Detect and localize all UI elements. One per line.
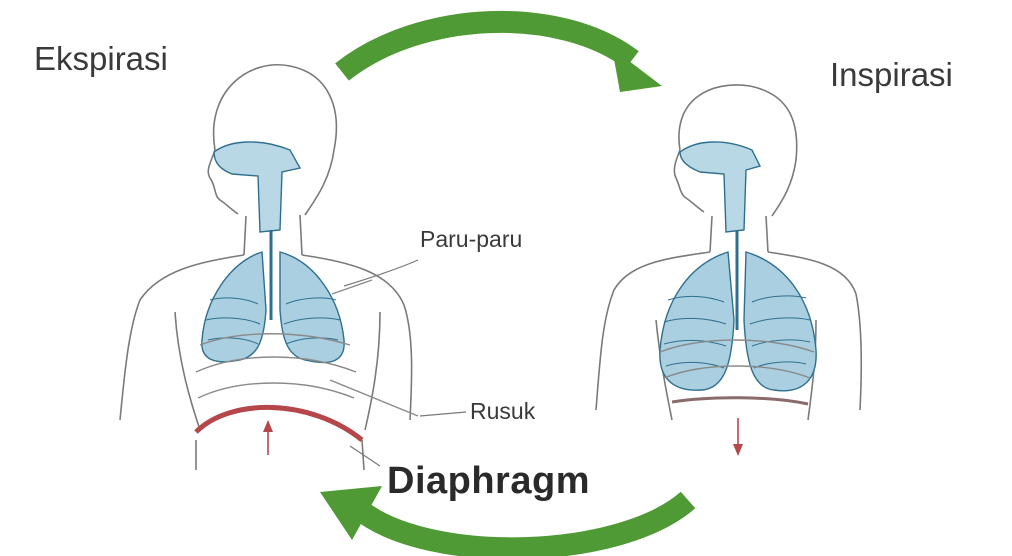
lungs-expiration <box>202 230 344 363</box>
leader-lines <box>344 260 466 466</box>
diaphragm-down-arrow-icon <box>733 418 743 456</box>
label-diaphragm: Diaphragm <box>387 460 590 503</box>
airway-expiration <box>214 142 300 232</box>
label-paru-paru: Paru-paru <box>420 226 522 253</box>
airway-inspiration <box>680 142 760 232</box>
cycle-arrow-top-icon <box>342 22 662 92</box>
label-ekspirasi: Ekspirasi <box>34 40 168 78</box>
label-rusuk: Rusuk <box>470 398 535 425</box>
diaphragm-up-arrow-icon <box>263 420 273 455</box>
diaphragm-expiration <box>196 407 362 440</box>
diaphragm-inspiration <box>672 398 808 404</box>
label-inspirasi: Inspirasi <box>830 56 953 94</box>
